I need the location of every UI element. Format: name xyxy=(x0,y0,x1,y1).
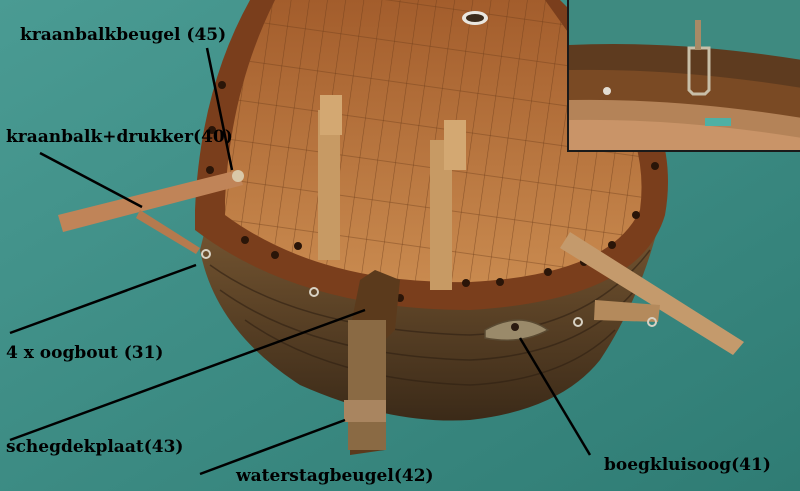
inset-closeup xyxy=(567,0,800,152)
label-oogbout: 4 x oogbout (31) xyxy=(6,343,164,363)
label-schegdekplaat: schegdekplaat(43) xyxy=(6,437,184,457)
label-waterstagbeugel: waterstagbeugel(42) xyxy=(236,466,434,486)
label-kraanbalkbeugel: kraanbalkbeugel (45) xyxy=(20,25,227,45)
label-kraanbalk-drukker: kraanbalk+drukker(40) xyxy=(6,127,233,147)
leader-lines xyxy=(9,47,592,476)
label-boegkluisoog: boegkluisoog(41) xyxy=(604,455,771,475)
rail-holes xyxy=(206,81,659,302)
posts xyxy=(318,95,466,290)
crane-beam-left xyxy=(58,170,244,254)
hull xyxy=(200,200,660,421)
crane-beam-right xyxy=(560,232,744,355)
eyebolts xyxy=(201,249,657,327)
